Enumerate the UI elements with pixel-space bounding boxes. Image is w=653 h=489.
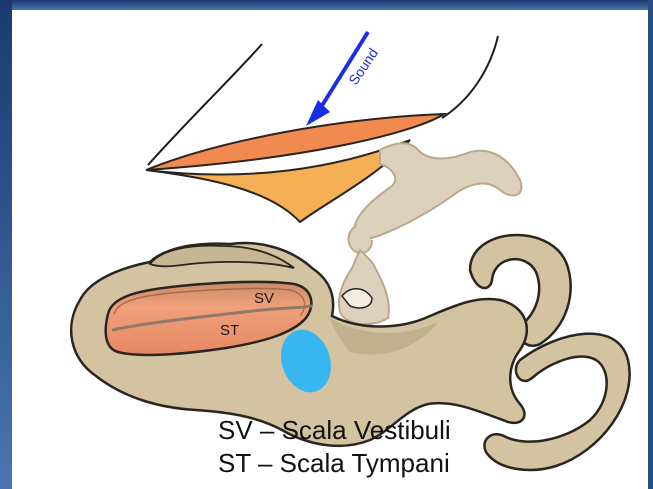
st-label: ST <box>220 322 239 339</box>
legend-item-sv: SV – Scala Vestibuli <box>218 414 451 447</box>
legend-item-st: ST – Scala Tympani <box>218 447 451 480</box>
sv-label: SV <box>254 290 274 307</box>
frame-right-bar <box>648 0 653 489</box>
ear-canal-right-line <box>442 36 498 118</box>
frame-top-bar <box>0 0 653 10</box>
frame-left-bar <box>0 0 12 489</box>
legend: SV – Scala Vestibuli ST – Scala Tympani <box>218 414 451 480</box>
sound-label: Sound <box>345 45 381 88</box>
